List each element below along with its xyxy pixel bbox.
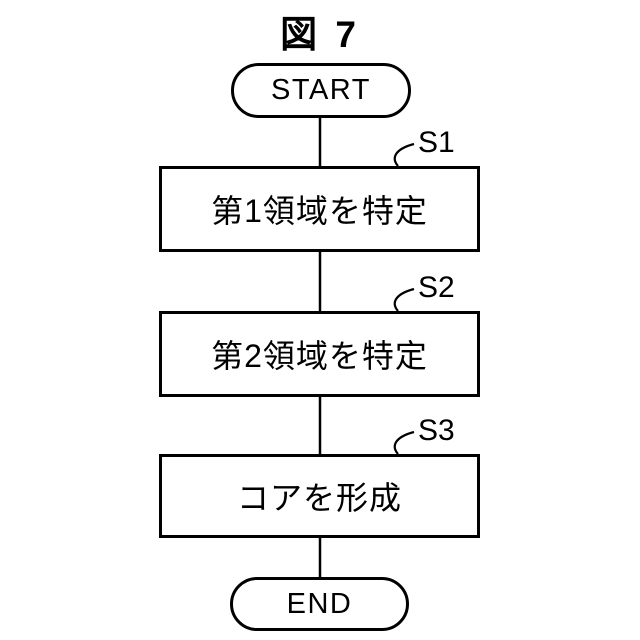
leader-line-s2 [393,287,415,312]
process-box-s2: 第2領域を特定 [159,311,480,397]
leader-line-s3 [393,430,415,455]
end-terminal-label: END [286,587,353,620]
start-terminal: START [231,63,411,118]
leader-line-s1 [393,142,415,167]
process-box-s1: 第1領域を特定 [159,166,480,252]
step-label-s3: S3 [418,414,455,447]
process-box-s3: コアを形成 [159,454,480,538]
process-box-s1-label: 第1領域を特定 [211,193,428,229]
figure-title: 図 7 [280,14,360,55]
process-box-s2-label: 第2領域を特定 [211,338,428,374]
process-box-s3-label: コアを形成 [236,480,402,516]
start-terminal-label: START [271,74,371,106]
end-terminal: END [230,577,409,631]
step-label-s1: S1 [418,126,455,159]
step-label-s2: S2 [418,271,455,304]
